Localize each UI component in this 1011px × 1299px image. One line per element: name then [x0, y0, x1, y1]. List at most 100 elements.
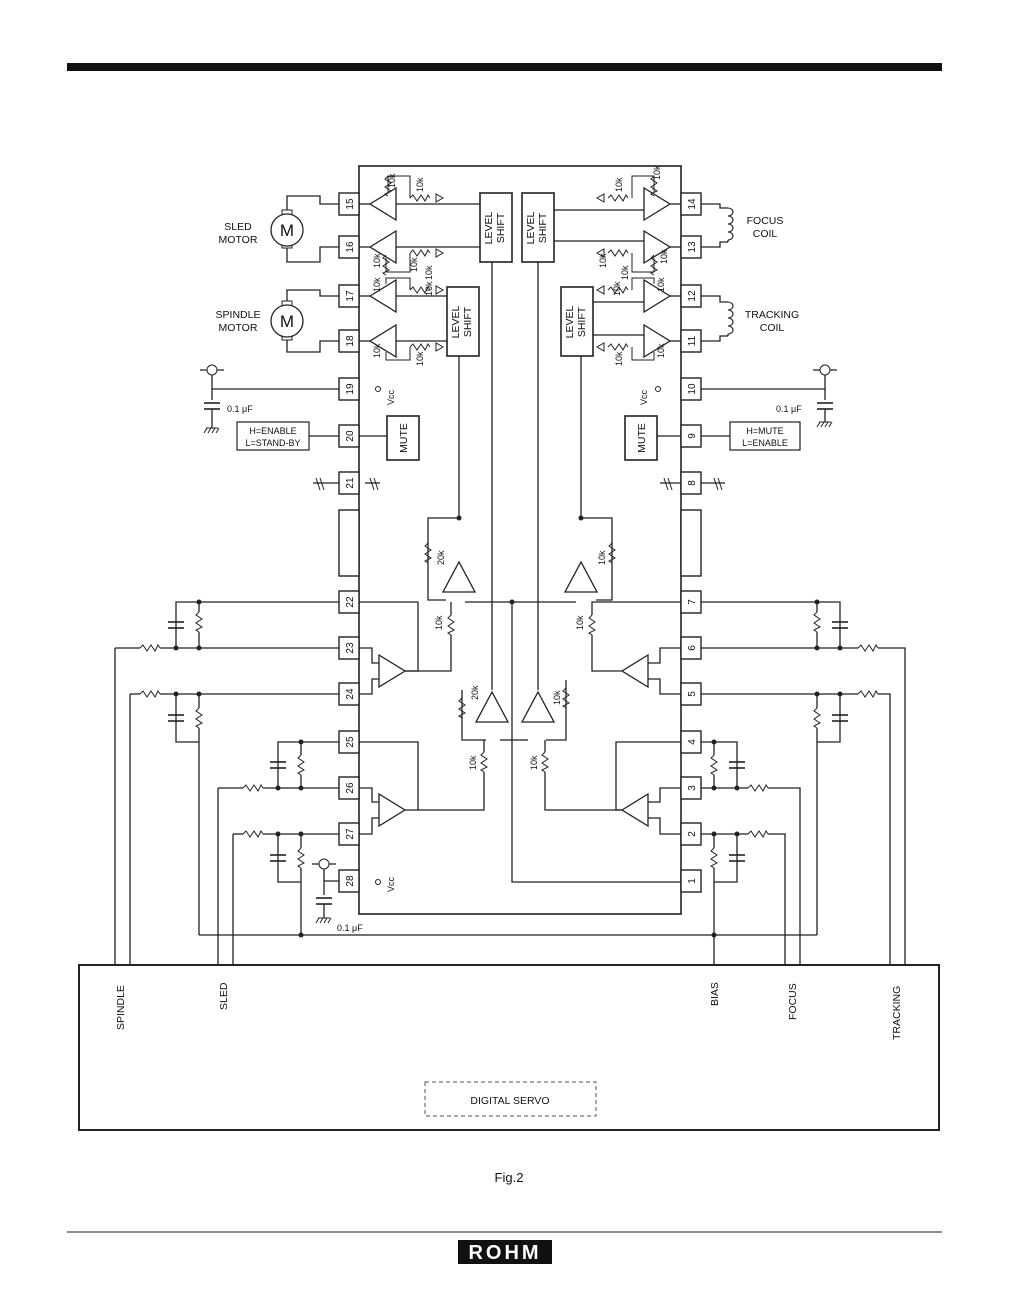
sled-motor: M SLED MOTOR — [219, 195, 339, 263]
signal-sled: SLED — [218, 982, 230, 1010]
pin-number: 9 — [687, 433, 698, 439]
tracking-driver — [593, 277, 681, 361]
pin-number: 18 — [345, 335, 356, 347]
pin-number: 17 — [345, 290, 356, 302]
svg-text:10k: 10k — [424, 281, 434, 296]
svg-text:10k: 10k — [415, 351, 425, 366]
external-rc-left — [114, 599, 339, 965]
mute-block-right: MUTE — [624, 415, 681, 461]
tracking-coil: TRACKING COIL — [701, 295, 799, 342]
rohm-logo: ROHM — [458, 1240, 552, 1264]
svg-text:ROHM: ROHM — [468, 1242, 541, 1264]
pin-number: 1 — [687, 878, 698, 884]
svg-text:10k: 10k — [372, 253, 382, 268]
svg-text:Vcc: Vcc — [639, 389, 649, 405]
ic-body — [358, 165, 682, 915]
spindle-driver — [359, 277, 447, 361]
level-shift-left-top: LEVEL SHIFT — [479, 192, 513, 263]
level-shift-right-top: LEVEL SHIFT — [521, 192, 555, 263]
svg-text:10k: 10k — [434, 615, 444, 630]
signal-focus: FOCUS — [787, 983, 799, 1020]
svg-text:MOTOR: MOTOR — [219, 234, 258, 246]
figure-caption: Fig.2 — [495, 1170, 524, 1185]
svg-text:10k: 10k — [575, 615, 585, 630]
pin-number: 16 — [345, 241, 356, 253]
pin-number: 3 — [687, 785, 698, 791]
pin-number: 22 — [345, 596, 356, 608]
spindle-motor: M SPINDLE MOTOR — [216, 289, 339, 353]
svg-text:MUTE: MUTE — [636, 423, 648, 453]
svg-text:H=ENABLE: H=ENABLE — [249, 426, 296, 436]
pin-number: 7 — [687, 599, 698, 605]
svg-text:LEVEL: LEVEL — [525, 212, 537, 245]
pin-number: 23 — [345, 642, 356, 654]
pin-number: 12 — [687, 290, 698, 302]
pin-number: 10 — [687, 383, 698, 395]
signal-bias: BIAS — [709, 982, 721, 1006]
pin-number: 6 — [687, 645, 698, 651]
enable-control-box: H=ENABLE L=STAND-BY — [236, 421, 339, 451]
svg-text:SHIFT: SHIFT — [576, 306, 588, 337]
svg-text:LEVEL: LEVEL — [450, 306, 462, 339]
svg-text:10k: 10k — [424, 265, 434, 280]
svg-text:10k: 10k — [529, 755, 539, 770]
svg-text:SLED: SLED — [224, 221, 252, 233]
svg-text:M: M — [280, 221, 294, 240]
sled-input-amp: 10k — [359, 740, 488, 835]
svg-text:LEVEL: LEVEL — [564, 306, 576, 339]
svg-text:0.1 μF: 0.1 μF — [776, 404, 802, 414]
svg-text:20k: 20k — [470, 685, 480, 700]
pin-number: 13 — [687, 241, 698, 253]
tracking-input-amp — [588, 601, 681, 695]
pin-number: 8 — [687, 480, 698, 486]
pin-number: 5 — [687, 691, 698, 697]
focus-input-amp: 10k — [529, 740, 681, 835]
pin-number: 4 — [687, 739, 698, 745]
svg-text:COIL: COIL — [760, 322, 785, 334]
svg-text:10k: 10k — [612, 281, 622, 296]
spindle-input-amp — [359, 601, 455, 695]
svg-text:20k: 20k — [436, 550, 446, 565]
svg-text:0.1 μF: 0.1 μF — [227, 404, 253, 414]
pin-number: 15 — [345, 198, 356, 210]
svg-text:Vcc: Vcc — [386, 389, 396, 405]
level-shift-left-mid: LEVEL SHIFT — [446, 286, 480, 357]
svg-text:COIL: COIL — [753, 228, 778, 240]
svg-text:10k: 10k — [656, 277, 666, 292]
svg-text:10k: 10k — [656, 343, 666, 358]
top-rule — [67, 63, 942, 71]
svg-text:L=ENABLE: L=ENABLE — [742, 438, 788, 448]
svg-text:H=MUTE: H=MUTE — [746, 426, 783, 436]
svg-text:10k: 10k — [598, 253, 608, 268]
signal-tracking: TRACKING — [891, 986, 903, 1040]
svg-text:MUTE: MUTE — [398, 423, 410, 453]
svg-text:LEVEL: LEVEL — [483, 212, 495, 245]
svg-text:SHIFT: SHIFT — [495, 212, 507, 243]
pin-number: 21 — [345, 477, 356, 489]
mute-control-box: H=MUTE L=ENABLE — [701, 421, 801, 451]
pin-number: 11 — [687, 335, 698, 346]
digital-servo-block — [78, 964, 940, 1131]
external-rc-right — [701, 599, 906, 965]
svg-text:L=STAND-BY: L=STAND-BY — [245, 438, 300, 448]
ground-pins — [313, 477, 725, 491]
pin-number: 28 — [345, 875, 356, 887]
svg-text:10k: 10k — [659, 249, 669, 264]
svg-text:TRACKING: TRACKING — [745, 309, 799, 321]
sled-driver — [359, 175, 480, 276]
svg-text:M: M — [280, 312, 294, 331]
svg-text:10k: 10k — [620, 265, 630, 280]
level-shift-right-mid: LEVEL SHIFT — [560, 286, 594, 357]
pin-number: 24 — [345, 688, 356, 700]
internal-amps: 20k 10k 10k 10k 20k 10k — [424, 262, 681, 883]
pin-number: 20 — [345, 430, 356, 442]
digital-servo-label: DIGITAL SERVO — [470, 1095, 549, 1107]
svg-text:10k: 10k — [468, 755, 478, 770]
svg-text:SPINDLE: SPINDLE — [216, 309, 261, 321]
focus-coil: FOCUS COIL — [701, 203, 783, 248]
svg-text:10k: 10k — [652, 165, 662, 180]
svg-text:10k: 10k — [372, 277, 382, 292]
pin-number: 26 — [345, 782, 356, 794]
